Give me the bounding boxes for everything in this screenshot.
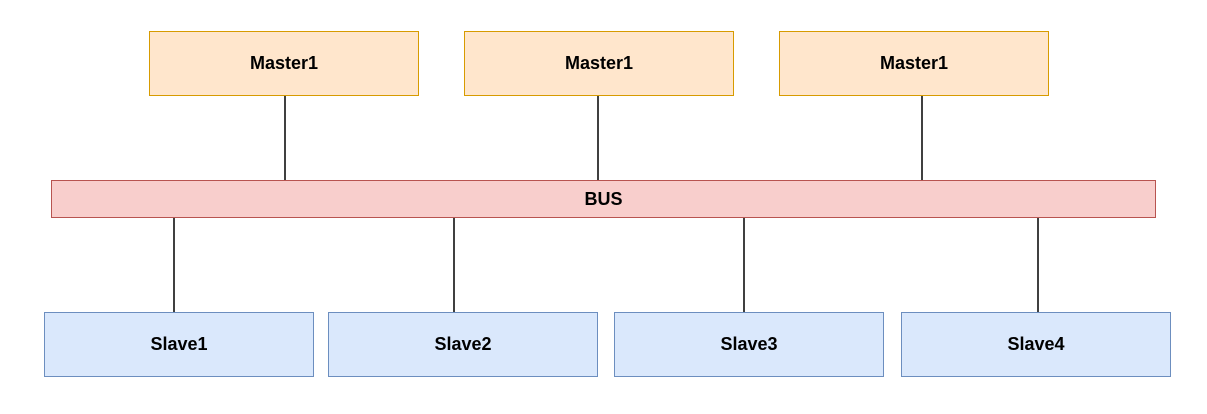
- slave-box-3: Slave3: [614, 312, 884, 377]
- slave-label: Slave2: [434, 334, 492, 354]
- master-box-1: Master1: [149, 31, 419, 96]
- master-box-2: Master1: [464, 31, 734, 96]
- master-label: Master1: [564, 53, 634, 73]
- slave-box-2: Slave2: [328, 312, 598, 377]
- slave-box-1: Slave1: [44, 312, 314, 377]
- bus-bar: BUS: [51, 180, 1156, 218]
- master-label: Master1: [249, 53, 319, 73]
- bus-label: BUS: [584, 188, 623, 209]
- slave-label: Slave3: [720, 334, 778, 354]
- slave-label: Slave1: [150, 334, 208, 354]
- master-label: Master1: [879, 53, 949, 73]
- master-box-3: Master1: [779, 31, 1049, 96]
- slave-label: Slave4: [1007, 334, 1065, 354]
- slave-box-4: Slave4: [901, 312, 1171, 377]
